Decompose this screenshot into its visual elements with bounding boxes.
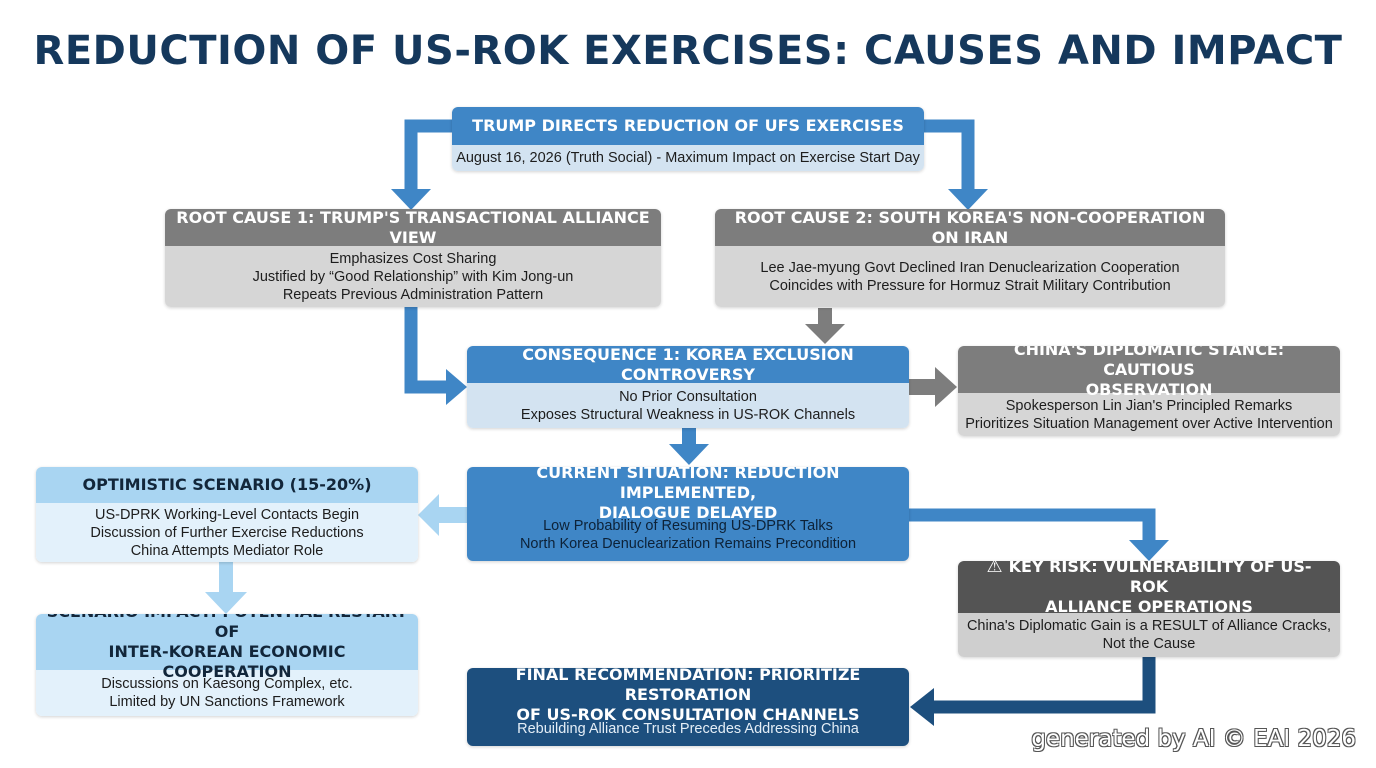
page-title: REDUCTION OF US-ROK EXERCISES: CAUSES AN… [33, 28, 1343, 74]
node-line: Justified by “Good Relationship” with Ki… [252, 268, 574, 285]
node-line: Lee Jae-myung Govt Declined Iran Denucle… [760, 259, 1180, 276]
node-line: No Prior Consultation [619, 388, 757, 405]
node-body: US-DPRK Working-Level Contacts Begin Dis… [36, 503, 418, 562]
optimistic-scenario-node: OPTIMISTIC SCENARIO (15-20%) US-DPRK Wor… [36, 467, 418, 562]
node-title: CONSEQUENCE 1: KOREA EXCLUSION CONTROVER… [467, 346, 909, 384]
node-line: Repeats Previous Administration Pattern [282, 286, 544, 303]
node-title-text: KEY RISK: VULNERABILITY OF US-ROK [1008, 561, 1312, 596]
node-body: China's Diplomatic Gain is a RESULT of A… [958, 613, 1340, 657]
arrow-consequence1-to-china [909, 367, 957, 407]
final-recommendation-node: FINAL RECOMMENDATION: PRIORITIZE RESTORA… [467, 668, 909, 746]
node-title: ROOT CAUSE 1: TRUMP'S TRANSACTIONAL ALLI… [165, 209, 661, 247]
node-body: Discussions on Kaesong Complex, etc. Lim… [36, 670, 418, 716]
node-body: August 16, 2026 (Truth Social) - Maximum… [452, 145, 924, 171]
root-cause-2-node: ROOT CAUSE 2: SOUTH KOREA'S NON-COOPERAT… [715, 209, 1225, 307]
node-line: Emphasizes Cost Sharing [329, 250, 497, 267]
key-risk-node: ⚠ KEY RISK: VULNERABILITY OF US-ROK ALLIA… [958, 561, 1340, 657]
arrow-trump-to-root2 [924, 119, 988, 210]
node-body: Emphasizes Cost Sharing Justified by “Go… [165, 246, 661, 307]
consequence-1-node: CONSEQUENCE 1: KOREA EXCLUSION CONTROVER… [467, 346, 909, 428]
root-cause-1-node: ROOT CAUSE 1: TRUMP'S TRANSACTIONAL ALLI… [165, 209, 661, 307]
node-title-line: ⚠ KEY RISK: VULNERABILITY OF US-ROK [968, 561, 1330, 597]
current-situation-node: CURRENT SITUATION: REDUCTION IMPLEMENTED… [467, 467, 909, 561]
node-title-line: ALLIANCE OPERATIONS [1045, 597, 1253, 616]
node-line: August 16, 2026 (Truth Social) - Maximum… [456, 150, 920, 166]
scenario-impact-node: SCENARIO IMPACT: POTENTIAL RESTART OF IN… [36, 614, 418, 716]
node-line: Rebuilding Alliance Trust Precedes Addre… [517, 721, 859, 737]
node-title-line: INTER-KOREAN ECONOMIC COOPERATION [108, 642, 346, 681]
node-title: CHINA'S DIPLOMATIC STANCE: CAUTIOUS OBSE… [958, 346, 1340, 399]
arrow-optimistic-to-impact [205, 562, 247, 614]
node-line: Limited by UN Sanctions Framework [109, 694, 345, 710]
node-title: ⚠ KEY RISK: VULNERABILITY OF US-ROK ALLIA… [958, 561, 1340, 616]
watermark: generated by AI © EAI 2026 [1031, 726, 1356, 752]
node-title-line: CHINA'S DIPLOMATIC STANCE: CAUTIOUS [1013, 346, 1285, 379]
node-line: Low Probability of Resuming US-DPRK Talk… [543, 518, 833, 534]
node-title-line: SCENARIO IMPACT: POTENTIAL RESTART OF [47, 614, 408, 641]
arrow-current-to-risk [909, 508, 1169, 561]
node-line: Exposes Structural Weakness in US-ROK Ch… [520, 406, 856, 423]
arrow-root1-to-consequence1 [404, 307, 467, 405]
node-title-line: DIALOGUE DELAYED [598, 503, 778, 522]
node-line: Prioritizes Situation Management over Ac… [965, 415, 1333, 432]
node-line: North Korea Denuclearization Remains Pre… [519, 536, 857, 552]
node-title: ROOT CAUSE 2: SOUTH KOREA'S NON-COOPERAT… [715, 209, 1225, 247]
arrow-root2-to-consequence1 [805, 308, 845, 344]
node-title-line: OBSERVATION [1085, 379, 1213, 399]
node-line: China Attempts Mediator Role [130, 542, 324, 559]
node-line: China's Diplomatic Gain is a RESULT of A… [966, 618, 1332, 634]
node-title: SCENARIO IMPACT: POTENTIAL RESTART OF IN… [36, 614, 418, 681]
node-body: Spokesperson Lin Jian's Principled Remar… [958, 393, 1340, 436]
trump-directs-node: TRUMP DIRECTS REDUCTION OF UFS EXERCISES… [452, 107, 924, 171]
node-line: Not the Cause [1102, 636, 1196, 652]
warning-icon: ⚠ [986, 561, 1003, 577]
node-title: FINAL RECOMMENDATION: PRIORITIZE RESTORA… [467, 668, 909, 724]
node-title: OPTIMISTIC SCENARIO (15-20%) [36, 467, 418, 503]
node-body: Rebuilding Alliance Trust Precedes Addre… [467, 718, 909, 746]
arrow-trump-to-root1 [391, 119, 452, 210]
arrow-current-to-optimistic [418, 494, 467, 536]
node-line: Discussions on Kaesong Complex, etc. [101, 676, 353, 692]
node-title-line: CURRENT SITUATION: REDUCTION IMPLEMENTED… [536, 467, 840, 502]
node-line: Coincides with Pressure for Hormuz Strai… [769, 277, 1171, 294]
node-line: Spokesperson Lin Jian's Principled Remar… [1005, 397, 1293, 414]
node-body: Low Probability of Resuming US-DPRK Talk… [467, 515, 909, 555]
china-stance-node: CHINA'S DIPLOMATIC STANCE: CAUTIOUS OBSE… [958, 346, 1340, 436]
node-body: No Prior Consultation Exposes Structural… [467, 383, 909, 428]
node-line: Discussion of Further Exercise Reduction… [90, 524, 364, 541]
arrow-consequence1-to-current [669, 428, 709, 465]
node-title: CURRENT SITUATION: REDUCTION IMPLEMENTED… [467, 467, 909, 522]
node-title-line: FINAL RECOMMENDATION: PRIORITIZE RESTORA… [515, 668, 861, 704]
node-title: TRUMP DIRECTS REDUCTION OF UFS EXERCISES [452, 107, 924, 145]
node-line: US-DPRK Working-Level Contacts Begin [94, 506, 360, 523]
arrow-risk-to-final [910, 657, 1156, 726]
node-title-line: OF US-ROK CONSULTATION CHANNELS [516, 705, 860, 724]
node-body: Lee Jae-myung Govt Declined Iran Denucle… [715, 246, 1225, 307]
